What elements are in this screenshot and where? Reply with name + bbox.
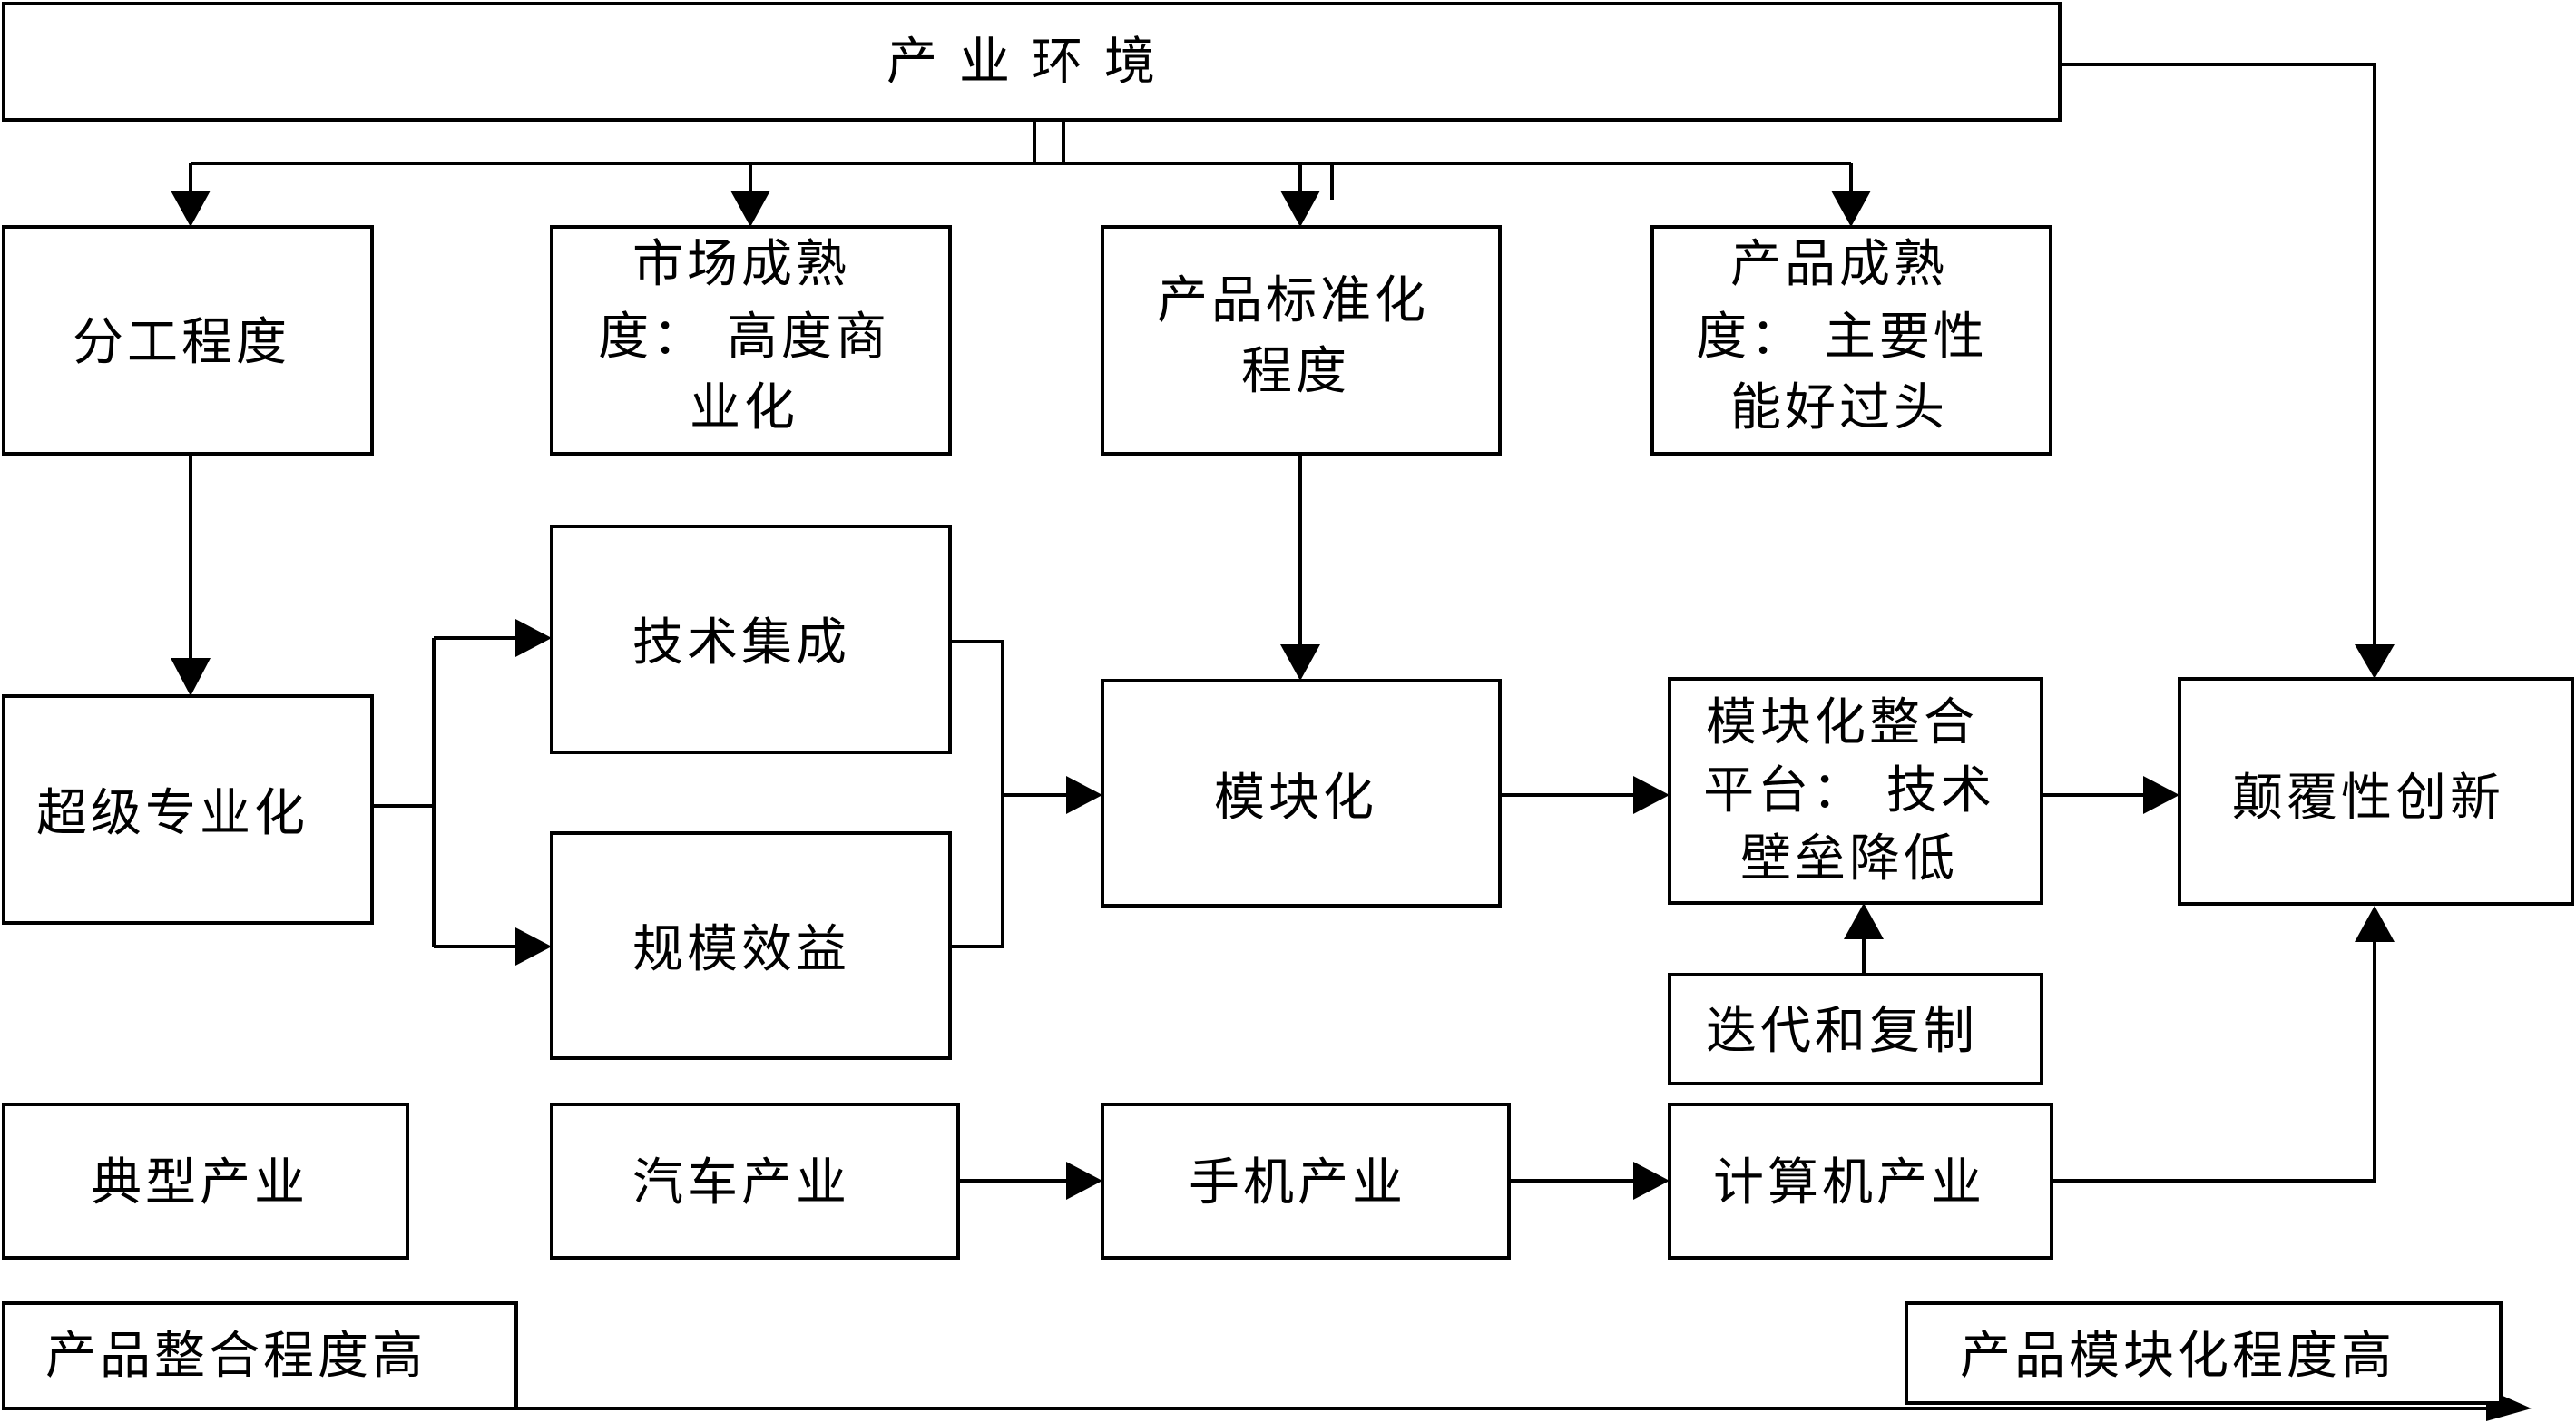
node-maturity-line2: 度： 主要性: [1696, 308, 1988, 367]
arrowhead-modularization: [1066, 776, 1102, 814]
arrowhead-superspec: [171, 658, 211, 696]
node-division-label: 分工程度: [73, 313, 290, 372]
node-modularization-label: 模块化: [1214, 769, 1377, 828]
node-market-line2: 度： 高度商: [598, 308, 890, 367]
node-market-line3: 业化: [690, 378, 798, 437]
edge-superspec-fork: [372, 638, 436, 947]
arrowhead-disruptive: [2143, 776, 2179, 814]
node-standard: 产品标准化 程度: [1101, 225, 1502, 456]
node-scale-benefit: 规模效益: [550, 831, 952, 1060]
arrowhead-phone: [1066, 1162, 1102, 1200]
node-typical-label: 典型产业: [91, 1153, 309, 1212]
node-platform-line1: 模块化整合: [1706, 693, 1978, 752]
node-product-maturity: 产品成熟 度： 主要性 能好过头: [1650, 225, 2052, 456]
node-scale-label: 规模效益: [632, 920, 850, 979]
label-modular-high: 产品模块化程度高: [1905, 1301, 2503, 1405]
arrowhead-standard: [1280, 191, 1320, 227]
arrowhead-platform: [1633, 776, 1670, 814]
node-computer-label: 计算机产业: [1713, 1153, 1985, 1212]
node-tech-label: 技术集成: [632, 613, 850, 672]
arrowhead-market: [730, 191, 770, 227]
node-market-line1: 市场成熟: [632, 235, 850, 294]
node-market: 市场成熟 度： 高度商 业化: [550, 225, 952, 456]
label-integration-high: 产品整合程度高: [2, 1301, 518, 1410]
arrowhead-env-disruptive: [2355, 644, 2395, 679]
node-maturity-line1: 产品成熟: [1730, 235, 1948, 294]
node-maturity-line3: 能好过头: [1730, 378, 1948, 437]
node-env: 产业环境: [2, 2, 2062, 122]
arrowhead-maturity: [1831, 191, 1871, 227]
integration-high-label: 产品整合程度高: [45, 1327, 426, 1386]
edge-env-disruptive: [2060, 63, 2376, 644]
node-module-platform: 模块化整合 平台： 技术 壁垒降低: [1668, 677, 2043, 905]
arrowhead-computer: [1633, 1162, 1670, 1200]
node-platform-line2: 平台： 技术: [1703, 761, 1995, 820]
arrowhead-scale: [515, 927, 552, 966]
node-env-label: 产业环境: [886, 33, 1177, 92]
modular-high-label: 产品模块化程度高: [1960, 1327, 2395, 1386]
node-auto: 汽车产业: [550, 1103, 960, 1260]
node-platform-line3: 壁垒降低: [1740, 829, 1958, 888]
edge-join: [950, 640, 1066, 948]
edge-computer-disruptive: [2052, 942, 2376, 1183]
arrowhead-computer-disruptive: [2355, 906, 2395, 942]
edge-env-stem: [1033, 120, 1065, 163]
node-standard-line1: 产品标准化: [1157, 271, 1429, 330]
node-computer: 计算机产业: [1668, 1103, 2053, 1260]
node-disruptive-label: 颠覆性创新: [2232, 769, 2504, 828]
arrowhead-iterate: [1844, 903, 1884, 939]
node-division: 分工程度: [2, 225, 374, 456]
node-super-specialization: 超级专业化: [2, 694, 374, 925]
node-phone-label: 手机产业: [1189, 1153, 1406, 1212]
arrowhead-standard-mod: [1280, 644, 1320, 681]
node-typical-industry: 典型产业: [2, 1103, 409, 1260]
node-iterate-label: 迭代和复制: [1706, 1002, 1978, 1061]
node-disruptive: 颠覆性创新: [2178, 677, 2574, 906]
arrowhead-division: [171, 191, 211, 227]
node-phone: 手机产业: [1101, 1103, 1511, 1260]
node-tech-integration: 技术集成: [550, 525, 952, 754]
node-auto-label: 汽车产业: [632, 1153, 850, 1212]
arrowhead-tech: [515, 619, 552, 657]
node-modularization: 模块化: [1101, 679, 1502, 908]
node-iterate-copy: 迭代和复制: [1668, 973, 2043, 1085]
node-superspec-label: 超级专业化: [36, 784, 309, 843]
node-standard-line2: 程度: [1241, 342, 1350, 401]
edge-env-standard: [1298, 163, 1334, 200]
